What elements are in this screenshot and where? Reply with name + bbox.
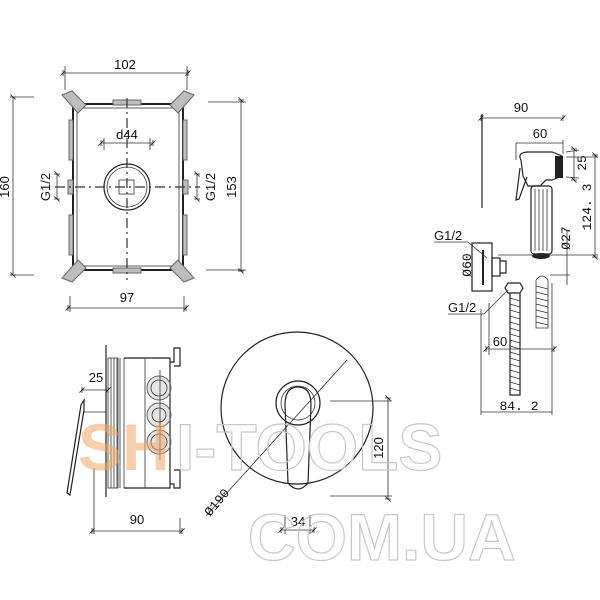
label-thread-upper: G1/2 [434,228,462,243]
dim-box-width-top: 102 [114,57,136,72]
dim-sprayer-height: 124. 3 [580,184,595,231]
sprayer-trigger [515,167,528,201]
cover-plate [220,331,374,485]
box-side-view: 25 90 [66,345,185,535]
dim-center-diameter: d44 [116,127,138,142]
dim-handle-width: 34 [291,514,305,529]
dim-total-depth: 84. 2 [499,399,538,414]
dim-thread-right: G1/2 [203,173,218,201]
hose-nut [504,282,524,294]
dim-head-width: 60 [533,126,547,141]
sprayer-side-view: 90 60 25 124. 3 Ø27 Ø60 G1/2 G1/2 [434,100,599,415]
dim-box-height-left: 160 [0,176,12,198]
label-thread-lower: G1/2 [448,300,476,315]
mixer-handle [284,386,312,490]
watermark-domain: COM.UA [248,500,516,574]
watermark-accent: SH [78,410,170,484]
dim-box-width-bottom: 97 [120,290,134,305]
corner-tabs [61,90,195,283]
dim-sprayer-width: 90 [514,100,528,115]
dim-outlet-diameter: Ø60 [460,253,475,276]
dim-thread-left: G1/2 [38,173,53,201]
watermark-brand: I-TOOLS [176,410,442,484]
dim-handle-diameter: Ø27 [559,226,574,249]
watermark-logo: SH I-TOOLS COM.UA [78,409,516,574]
dim-handle-height: 120 [371,437,386,459]
mixer-lever-side [66,397,85,497]
dim-box-depth: 90 [130,512,144,527]
dim-head-height: 25 [575,155,590,171]
sprayer-head [519,151,563,187]
dim-hose-offset: 60 [493,334,507,349]
box-front-view: 102 160 153 97 d44 G1/2 G1/2 [0,57,246,312]
sprayer-handle [530,185,553,255]
dim-plate-depth: 25 [89,370,103,385]
dim-box-height-right: 153 [224,176,239,198]
hose [509,293,521,396]
